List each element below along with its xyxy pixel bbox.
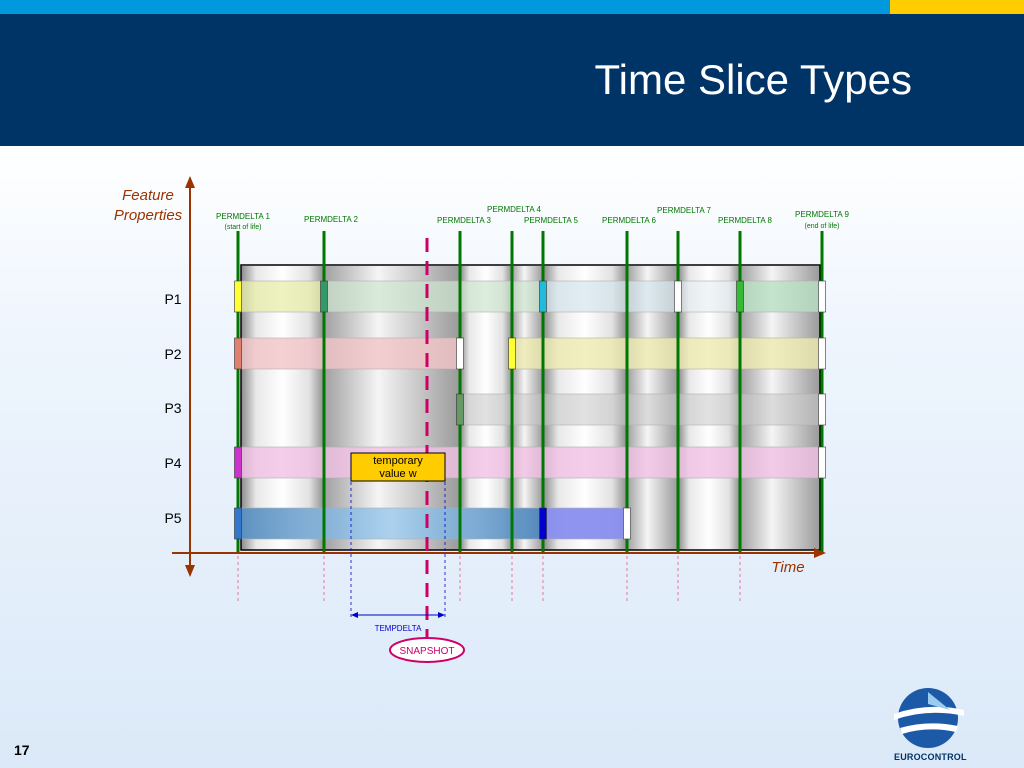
- tempdelta-arrow-left: [351, 612, 358, 618]
- tempdelta-label: TEMPDELTA: [375, 624, 422, 633]
- change-marker: [539, 507, 547, 540]
- tempdelta-arrow-right: [438, 612, 445, 618]
- permdelta-labels: PERMDELTA 1 (start of life) PERMDELTA 2 …: [216, 205, 849, 231]
- permdelta-label: PERMDELTA 6: [602, 216, 656, 225]
- permdelta-label: PERMDELTA 7: [657, 206, 711, 215]
- property-band-segment: [459, 393, 823, 426]
- change-marker: [234, 280, 242, 313]
- permdelta-label: PERMDELTA 9: [795, 210, 849, 219]
- permdelta-sublabel: (end of life): [804, 223, 839, 230]
- top-stripe-blue: [0, 0, 890, 14]
- logo-text: EUROCONTROL: [894, 752, 967, 762]
- temporary-value-line1: temporary: [373, 455, 423, 467]
- property-label: P3: [164, 400, 181, 416]
- permdelta-label: PERMDELTA 5: [524, 216, 578, 225]
- x-axis-label: Time: [771, 559, 804, 576]
- change-marker: [508, 337, 516, 370]
- change-marker: [818, 446, 826, 479]
- temporary-value-box: [350, 452, 446, 482]
- property-band-segment: [542, 507, 628, 540]
- change-marker: [320, 280, 328, 313]
- property-band-segment: [677, 280, 741, 313]
- permdelta-label: PERMDELTA 3: [437, 216, 491, 225]
- change-marker: [234, 507, 242, 540]
- property-labels: P1 P2 P3 P4 P5: [164, 291, 181, 526]
- eurocontrol-logo-icon: [894, 688, 964, 748]
- permdelta-label: PERMDELTA 1: [216, 212, 270, 221]
- y-axis-label-line1: Feature: [122, 187, 174, 204]
- axes: [172, 176, 826, 577]
- property-band-segment: [240, 337, 461, 370]
- change-marker: [234, 446, 242, 479]
- change-marker: [234, 337, 242, 370]
- snapshot-label: SNAPSHOT: [399, 646, 454, 657]
- header-divider: [0, 146, 1024, 149]
- change-marker: [818, 280, 826, 313]
- change-marker: [818, 337, 826, 370]
- slide-title: Time Slice Types: [594, 56, 912, 103]
- property-band-segment: [511, 337, 823, 370]
- y-axis-arrow-down: [185, 565, 195, 577]
- permdelta-label: PERMDELTA 8: [718, 216, 772, 225]
- time-column-bg: [241, 266, 324, 550]
- y-axis-label-line2: Properties: [114, 207, 183, 224]
- permdelta-label: PERMDELTA 2: [304, 215, 358, 224]
- change-marker: [456, 393, 464, 426]
- change-marker: [456, 337, 464, 370]
- change-marker: [674, 280, 682, 313]
- property-band-segment: [542, 280, 679, 313]
- change-markers: [234, 280, 826, 540]
- x-axis-arrow: [814, 548, 826, 558]
- property-bands: [240, 280, 823, 540]
- temporary-value-line2: value w: [379, 468, 416, 480]
- y-axis-arrow-up: [185, 176, 195, 188]
- change-marker: [623, 507, 631, 540]
- permdelta-label: PERMDELTA 4: [487, 205, 541, 214]
- property-band-segment: [240, 446, 823, 479]
- property-band-segment: [739, 280, 823, 313]
- property-label: P4: [164, 455, 181, 471]
- property-label: P5: [164, 510, 181, 526]
- property-band-segment: [240, 507, 544, 540]
- permdelta-sublabel: (start of life): [225, 224, 262, 231]
- change-marker: [818, 393, 826, 426]
- page-number: 17: [14, 742, 30, 758]
- time-column-bg: [324, 266, 460, 550]
- property-band-segment: [240, 280, 325, 313]
- snapshot-ellipse: [389, 637, 465, 663]
- property-label: P1: [164, 291, 181, 307]
- permdelta-dash-markers: [237, 556, 741, 603]
- slide-header: Time Slice Types: [0, 14, 1024, 146]
- change-marker: [539, 280, 547, 313]
- top-stripe-yellow: [890, 0, 1024, 14]
- change-marker: [736, 280, 744, 313]
- property-band-segment: [323, 280, 544, 313]
- property-label: P2: [164, 346, 181, 362]
